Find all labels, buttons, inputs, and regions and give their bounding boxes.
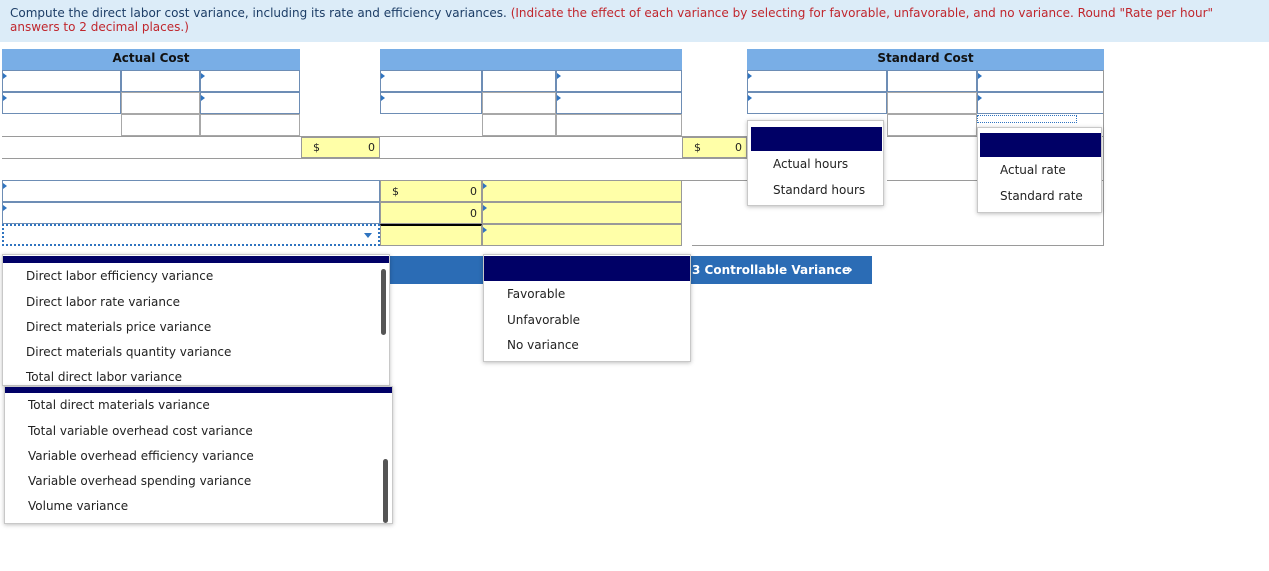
dropdown-scrollbar[interactable] bbox=[381, 269, 386, 335]
actual-cost-header: Actual Cost bbox=[2, 49, 300, 70]
actual-total-value: 0 bbox=[368, 141, 375, 154]
middle-hours-select[interactable] bbox=[380, 70, 482, 92]
instruction-hint: (Indicate the effect of each variance by… bbox=[10, 6, 1214, 34]
variance-type-dropdown-top: Direct labor efficiency variance Direct … bbox=[2, 254, 390, 386]
nav-bar-strip bbox=[390, 256, 484, 284]
middle-blank-cell bbox=[556, 114, 682, 136]
option-standard-rate[interactable]: Standard rate bbox=[1000, 189, 1083, 203]
option-no-variance[interactable]: No variance bbox=[507, 338, 579, 352]
standard-hours-amount[interactable] bbox=[887, 92, 977, 114]
actual-hours-select[interactable] bbox=[2, 92, 121, 114]
middle-hours-amount[interactable] bbox=[482, 92, 556, 114]
option-favorable[interactable]: Favorable bbox=[507, 287, 566, 301]
dropdown-scrollbar[interactable] bbox=[383, 459, 388, 523]
standard-cost-header: Standard Cost bbox=[747, 49, 1104, 70]
option-volume-variance[interactable]: Volume variance bbox=[28, 499, 129, 513]
variance-effect-select-1[interactable] bbox=[482, 180, 682, 202]
actual-blank-cell bbox=[200, 114, 300, 136]
option-direct-labor-efficiency-variance[interactable]: Direct labor efficiency variance bbox=[26, 269, 214, 283]
currency-symbol: $ bbox=[392, 185, 399, 198]
variance-amount-2[interactable]: 0 bbox=[380, 202, 482, 224]
middle-hours-value[interactable] bbox=[482, 70, 556, 92]
variance-effect-select-3[interactable] bbox=[482, 224, 682, 246]
currency-symbol: $ bbox=[313, 141, 320, 154]
dropdown-selected-highlight bbox=[3, 256, 389, 263]
standard-blank-cell bbox=[887, 114, 977, 136]
dropdown-selected-highlight bbox=[751, 127, 882, 151]
option-direct-materials-price-variance[interactable]: Direct materials price variance bbox=[26, 320, 212, 334]
option-variable-overhead-spending-variance[interactable]: Variable overhead spending variance bbox=[28, 474, 252, 488]
option-direct-materials-quantity-variance[interactable]: Direct materials quantity variance bbox=[26, 345, 232, 359]
option-total-direct-labor-variance[interactable]: Total direct labor variance bbox=[26, 370, 183, 384]
variance-amount-1[interactable]: $ 0 bbox=[380, 180, 482, 202]
standard-hours-select[interactable] bbox=[747, 70, 887, 92]
actual-hours-value-input[interactable] bbox=[121, 70, 200, 92]
actual-rate-label-input[interactable] bbox=[200, 70, 300, 92]
variance-type-dropdown-bottom: Total direct materials variance Total va… bbox=[4, 386, 393, 524]
option-variable-overhead-efficiency-variance[interactable]: Variable overhead efficiency variance bbox=[28, 449, 254, 463]
actual-blank-cell bbox=[121, 114, 200, 136]
instruction-text: Compute the direct labor cost variance, … bbox=[10, 6, 507, 20]
chevron-right-icon: › bbox=[847, 262, 853, 278]
table-right-border bbox=[1103, 70, 1104, 246]
middle-rate-select[interactable] bbox=[556, 70, 682, 92]
actual-hours-label-input[interactable] bbox=[2, 70, 121, 92]
option-total-variable-overhead-cost-variance[interactable]: Total variable overhead cost variance bbox=[28, 424, 253, 438]
variance-amount-value: 0 bbox=[470, 185, 477, 198]
middle-header bbox=[380, 49, 682, 70]
caret-down-icon bbox=[364, 233, 372, 238]
variance-name-select-3[interactable] bbox=[2, 224, 380, 246]
variance-name-select-1[interactable] bbox=[2, 180, 380, 202]
middle-rate-select-2[interactable] bbox=[556, 92, 682, 114]
standard-total-value: 0 bbox=[735, 141, 742, 154]
dropdown-selected-highlight bbox=[980, 133, 1101, 157]
next-button[interactable]: 3 Controllable Variance › bbox=[690, 256, 872, 284]
variance-amount-value: 0 bbox=[470, 207, 477, 220]
instruction-banner: Compute the direct labor cost variance, … bbox=[0, 0, 1269, 42]
standard-rate-select-2[interactable] bbox=[977, 92, 1104, 114]
standard-hours-value[interactable] bbox=[887, 70, 977, 92]
middle-hours-select-2[interactable] bbox=[380, 92, 482, 114]
middle-blank-cell bbox=[482, 114, 556, 136]
variance-effect-select-2[interactable] bbox=[482, 202, 682, 224]
option-actual-rate[interactable]: Actual rate bbox=[1000, 163, 1066, 177]
option-direct-labor-rate-variance[interactable]: Direct labor rate variance bbox=[26, 295, 180, 309]
divider bbox=[2, 158, 747, 159]
actual-total-cell: $ 0 bbox=[301, 137, 380, 158]
standard-rate-select[interactable] bbox=[977, 70, 1104, 92]
variance-name-select-2[interactable] bbox=[2, 202, 380, 224]
actual-rate-select[interactable] bbox=[200, 92, 300, 114]
effect-dropdown-menu: Favorable Unfavorable No variance bbox=[483, 254, 691, 362]
rate-dropdown-menu: Actual rate Standard rate bbox=[977, 127, 1102, 213]
variance-amount-3[interactable] bbox=[380, 224, 482, 246]
currency-symbol: $ bbox=[694, 141, 701, 154]
hours-dropdown-menu: Actual hours Standard hours bbox=[747, 120, 884, 206]
option-total-direct-materials-variance[interactable]: Total direct materials variance bbox=[28, 398, 210, 412]
dropdown-selected-highlight bbox=[484, 256, 690, 281]
option-actual-hours[interactable]: Actual hours bbox=[773, 157, 849, 171]
table-bottom-border bbox=[692, 245, 1104, 246]
standard-hours-select-2[interactable] bbox=[747, 92, 887, 114]
divider bbox=[2, 136, 747, 137]
next-button-label: 3 Controllable Variance bbox=[692, 263, 851, 277]
standard-rate-focus[interactable] bbox=[977, 115, 1077, 123]
option-standard-hours[interactable]: Standard hours bbox=[773, 183, 866, 197]
actual-hours-amount[interactable] bbox=[121, 92, 200, 114]
standard-total-cell: $ 0 bbox=[682, 137, 747, 158]
option-unfavorable[interactable]: Unfavorable bbox=[507, 313, 581, 327]
dropdown-selected-highlight bbox=[5, 387, 392, 393]
